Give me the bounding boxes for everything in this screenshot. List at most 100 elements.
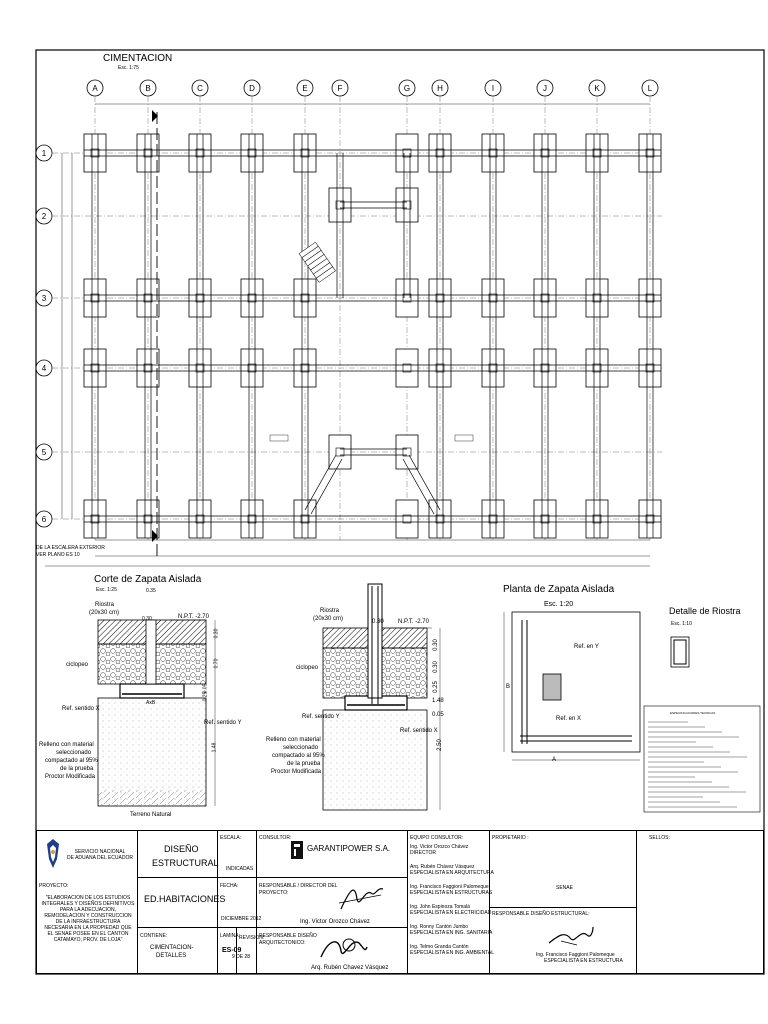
corte2-relleno-4: de la prueba (287, 761, 321, 767)
axis-label: J (543, 84, 547, 93)
equipo-member-role: ESPECIALISTA EN ELECTRICIDAD (410, 910, 492, 916)
plan-scale: Esc. 1:75 (118, 65, 139, 71)
contiene-2: DETALLES (156, 953, 187, 959)
responsable-label-1: RESPONSABLE / DIRECTOR DEL (259, 883, 338, 889)
planta-ref-x: Ref. en X (556, 716, 582, 722)
planta-dim-a: A (552, 757, 557, 763)
resp-estructural-name: Ing. Francisco Faggioni Palomeque (536, 952, 615, 958)
responsable-label-2: PROYECTO: (259, 890, 289, 896)
planta-ref-y: Ref. en Y (574, 644, 599, 650)
column (90, 514, 100, 524)
consultor-name: GARANTIPOWER S.A. (307, 844, 391, 853)
column (435, 293, 445, 303)
escala-label: ESCALA: (220, 835, 242, 841)
column (143, 293, 153, 303)
corte2-dim-2: 0.30 (432, 661, 439, 673)
corte2-relleno-3: compactado al 95% (272, 753, 325, 759)
axis-label: D (249, 84, 255, 93)
corte2-dim-3: 0.25 (432, 681, 439, 693)
equipo-member-name: Ing. John Espinoza Tomalá (410, 904, 470, 910)
corte-dim-4: 1.48 (211, 742, 218, 753)
column (645, 293, 655, 303)
contiene-1: CIMENTACION- (150, 945, 194, 951)
column (645, 148, 655, 158)
riostra-detail (670, 636, 690, 668)
equipo-member-role: ESPECIALISTA EN ING. SANITARIA (410, 930, 493, 936)
axis-label: C (197, 84, 203, 93)
planta-title: Planta de Zapata Aislada (503, 584, 615, 595)
corte-relleno-3: compactado al 95% (45, 758, 98, 764)
corte2-ref-y: Ref. sentido Y (302, 714, 340, 720)
disenio-arq-name: Arq. Rubén Chavez Vásquez (311, 965, 389, 971)
corte-relleno-5: Proctor Modificada (45, 774, 96, 780)
stair-note-2: VER PLANO ES 10 (36, 552, 80, 558)
riostra-beam (408, 454, 441, 511)
corte2-relleno-5: Proctor Modificada (271, 769, 322, 775)
column (143, 514, 153, 524)
corte2-dim-6: 2.50 (436, 739, 443, 751)
stirrup (673, 639, 687, 665)
column (402, 148, 412, 158)
corte-relleno-4: de la prueba (60, 766, 94, 772)
column (247, 514, 257, 524)
column (195, 148, 205, 158)
corte2-riostra-2: (20x30 cm) (313, 616, 344, 622)
corte-dim-0: 0.35 (146, 588, 156, 594)
sellos-label: SELLOS: (649, 835, 670, 841)
title-block: SERVICIO NACIONAL DE ADUANA DEL ECUADOR … (36, 830, 764, 974)
discipline-2: ESTRUCTURAL (152, 858, 219, 868)
column (402, 363, 412, 373)
discipline-cell: DISEÑO ESTRUCTURAL ED.HABITACIONES CONTI… (138, 831, 225, 973)
column (90, 363, 100, 373)
column (488, 293, 498, 303)
corte2-dim-5: 1.48 (432, 698, 444, 704)
corte2-ref-x: Ref. sentido X (400, 728, 438, 734)
proyecto-text: "ELABORACION DE LOS ESTUDIOS INTEGRALES … (41, 895, 135, 943)
institution-2: DE ADUANA DEL ECUADOR (67, 855, 133, 861)
corte-ref-x: Ref. sentido X (62, 706, 100, 712)
propietario-name: SENAE (556, 885, 573, 891)
escala-cell: ESCALA: INDICADAS FECHA: DICIEMBRE 2012 … (218, 831, 261, 973)
corte2-dim-4: 0.05 (432, 712, 444, 718)
axis-label: 1 (42, 149, 47, 158)
footing-slab (119, 683, 185, 699)
corte-dim-6: 0.25 (202, 691, 209, 702)
disenio-arq-label-1: RESPONSABLE DISEÑO (259, 933, 317, 939)
divider (257, 877, 408, 878)
disenio-arq-label-2: ARQUITECTONICO: (259, 940, 306, 946)
column (488, 514, 498, 524)
corte-relleno-1: Relleno con material (39, 742, 94, 748)
contiene-label: CONTIENE: (140, 933, 168, 939)
footing-details (97, 583, 761, 813)
column-plan (542, 673, 562, 701)
corte-scale: Esc. 1:25 (96, 587, 117, 593)
riostra-beam (310, 458, 343, 515)
corte2-dim-0: 0.30 (372, 619, 384, 625)
corte2-relleno-2: seleccionado (283, 745, 319, 751)
axis-label: 4 (42, 364, 47, 373)
axis-label: 3 (42, 294, 47, 303)
natural-soil (98, 790, 206, 806)
consultor-label: CONSULTOR: (259, 835, 292, 841)
level-tag (454, 434, 474, 442)
equipo-member-role: ESPECIALISTA EN ING. AMBIENTAL (410, 950, 495, 956)
section-arrow-icon (152, 530, 158, 542)
equipo-member-role: ESPECIALISTA EN ARQUITECTURA (410, 870, 494, 876)
column (488, 148, 498, 158)
compacted-fill (322, 709, 428, 811)
column (402, 447, 412, 457)
column (300, 148, 310, 158)
column (90, 293, 100, 303)
axis-label: G (404, 84, 410, 93)
consultor-cell: CONSULTOR: GARANTIPOWER S.A. RESPONSABLE… (257, 831, 408, 973)
resp-estructural-label: RESPONSABLE DISEÑO ESTRUCTURAL: (492, 911, 590, 917)
compacted-fill (97, 697, 207, 807)
footing-plan (511, 611, 641, 753)
divider (138, 927, 257, 928)
column (90, 148, 100, 158)
corte2-npt: N.P.T. -2.70 (398, 619, 429, 625)
level-tag (269, 434, 289, 442)
axis-label: B (145, 84, 150, 93)
